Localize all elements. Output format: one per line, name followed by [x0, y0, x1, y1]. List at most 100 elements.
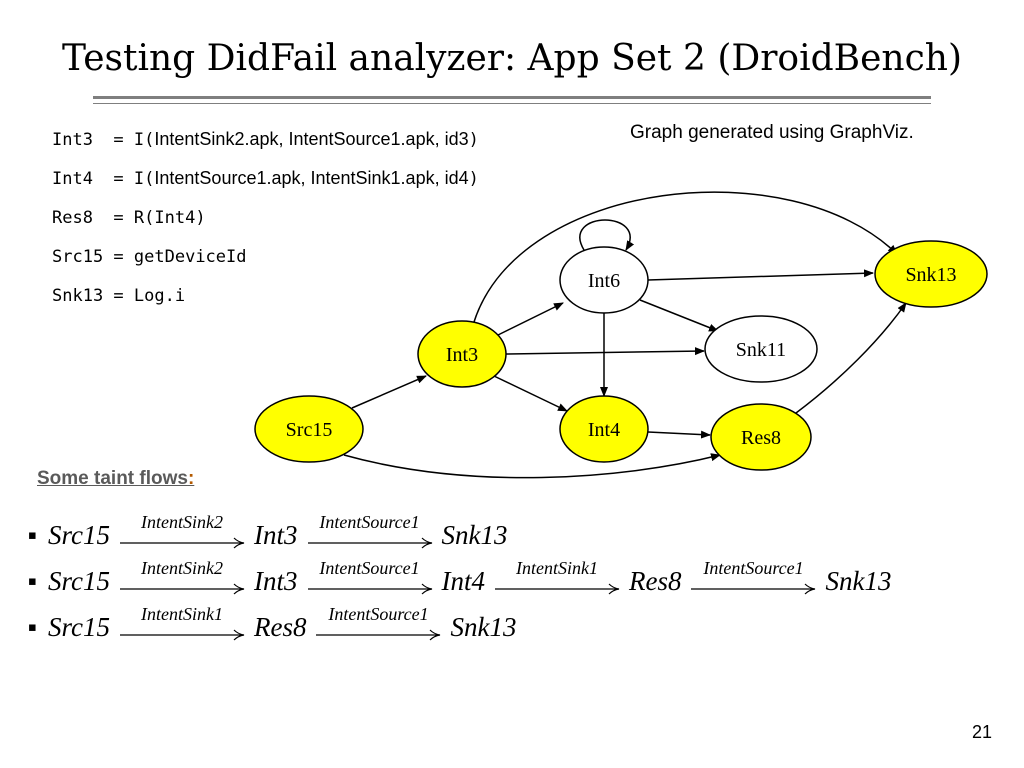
- flow-node: Int3: [254, 565, 298, 596]
- graph-node-label: Int4: [588, 419, 620, 441]
- page-number: 21: [971, 722, 992, 742]
- graph-edge-int3-to-snk13: [473, 191, 898, 323]
- definition-line: Snk13 = Log.i: [52, 276, 479, 315]
- definition-line: Int4 = I(IntentSource1.apk, IntentSink1.…: [52, 159, 479, 198]
- graph-caption: Graph generated using GraphViz.: [630, 122, 914, 143]
- graph-node-snk11: Snk11: [704, 315, 818, 383]
- def-args: IntentSink2.apk, IntentSource1.apk, id3: [154, 129, 469, 149]
- flow-arrow-label: IntentSink1: [141, 604, 223, 624]
- flow-node: Src15: [48, 519, 110, 550]
- graph-node-shape: [704, 315, 818, 383]
- flow-node: Int4: [441, 565, 486, 596]
- graph-node-label: Src15: [286, 419, 333, 441]
- def-func: Log.i: [133, 286, 186, 306]
- def-close: ): [468, 130, 479, 150]
- bullet-icon: ▪: [28, 527, 37, 543]
- graph-edges: [343, 191, 907, 479]
- graph-edge-int3-to-int6: [497, 302, 564, 336]
- graph-node-src15: Src15: [254, 395, 364, 463]
- graph-edge-int3-to-snk11: [505, 347, 705, 356]
- slide-title: Testing DidFail analyzer: App Set 2 (Dro…: [62, 38, 962, 79]
- bullet-icon: ▪: [28, 619, 37, 635]
- right-arrow-icon: [495, 583, 620, 595]
- flow-arrow-label: IntentSource1: [319, 558, 420, 578]
- def-func: I(: [133, 130, 155, 150]
- def-args: IntentSource1.apk, IntentSink1.apk, id4: [154, 168, 469, 188]
- flow-arrow-label: IntentSink1: [516, 558, 598, 578]
- flow-arrow: IntentSource1: [314, 604, 442, 650]
- flow-arrow: IntentSink2: [118, 512, 246, 558]
- flow-arrow: IntentSource1: [306, 512, 434, 558]
- right-arrow-icon: [120, 537, 245, 549]
- graph-edge-int6-to-int6: [579, 219, 635, 251]
- bullet-icon: ▪: [28, 573, 37, 589]
- def-func: getDeviceId: [133, 247, 247, 267]
- def-op: =: [103, 130, 134, 150]
- graph-node-shape: [417, 320, 507, 388]
- graph-node-label: Snk13: [905, 264, 956, 286]
- flow-node: Res8: [629, 565, 682, 596]
- def-close: ): [468, 169, 479, 189]
- graph-node-label: Int6: [588, 270, 620, 292]
- graph-node-label: Res8: [741, 427, 781, 449]
- taint-flows-heading-colon: :: [187, 468, 195, 489]
- right-arrow-icon: [120, 583, 245, 595]
- def-name: Snk13: [52, 286, 104, 306]
- def-name: Int3: [52, 130, 104, 150]
- graph-edge-int6-to-snk13: [647, 269, 874, 281]
- taint-flow-row: ▪ Src15 IntentSink1 Res8 IntentSource1 Snk13: [28, 604, 891, 650]
- graph-node-int3: Int3: [417, 320, 507, 388]
- graph-node-res8: Res8: [710, 403, 812, 471]
- definition-line: Src15 = getDeviceId: [52, 237, 479, 276]
- flow-arrow-label: IntentSource1: [703, 558, 804, 578]
- def-op: =: [103, 286, 134, 306]
- flow-node: Snk13: [825, 565, 892, 596]
- right-arrow-icon: [691, 583, 816, 595]
- graph-node-label: Int3: [446, 344, 478, 366]
- taint-flows-heading-text: Some taint flows: [37, 468, 188, 489]
- flow-arrow: IntentSink1: [118, 604, 246, 650]
- flow-node: Res8: [254, 611, 307, 642]
- flow-node: Src15: [48, 611, 110, 642]
- graph-node-int6: Int6: [559, 246, 649, 314]
- flow-arrow: IntentSource1: [689, 558, 817, 604]
- definition-line: Res8 = R(Int4): [52, 198, 479, 237]
- graph-edge-res8-to-snk13: [795, 302, 907, 414]
- taint-flow-row: ▪ Src15 IntentSink2 Int3 IntentSource1 Int4 In…: [28, 558, 891, 604]
- title-rule-thick: [93, 96, 931, 99]
- flow-arrow-label: IntentSink2: [141, 512, 223, 532]
- def-op: =: [103, 169, 134, 189]
- graph-edge-int3-to-int4: [493, 375, 568, 412]
- definition-line: Int3 = I(IntentSink2.apk, IntentSource1.…: [52, 120, 479, 159]
- graph-node-shape: [710, 403, 812, 471]
- right-arrow-icon: [307, 537, 432, 549]
- graph-node-shape: [874, 240, 988, 308]
- flow-node: Src15: [48, 565, 110, 596]
- def-func: I(: [133, 169, 155, 189]
- flow-arrow-label: IntentSource1: [328, 604, 429, 624]
- flow-node: Int3: [254, 519, 298, 550]
- def-name: Src15: [52, 247, 104, 267]
- graph-node-shape: [559, 395, 649, 463]
- graph-edge-src15-to-res8: [343, 453, 721, 479]
- taint-flows-heading: Some taint flows:: [37, 468, 194, 490]
- flow-arrow: IntentSink1: [493, 558, 621, 604]
- right-arrow-icon: [120, 629, 245, 641]
- graph-node-int4: Int4: [559, 395, 649, 463]
- right-arrow-icon: [316, 629, 441, 641]
- title-rule-thin: [93, 103, 931, 104]
- graph-edge-int4-to-res8: [647, 430, 711, 439]
- graph-edge-src15-to-int3: [351, 375, 427, 409]
- flow-arrow: IntentSource1: [306, 558, 434, 604]
- graph-node-label: Snk11: [736, 339, 786, 361]
- flow-arrow-label: IntentSink2: [141, 558, 223, 578]
- def-op: =: [103, 247, 134, 267]
- graph-node-snk13: Snk13: [874, 240, 988, 308]
- flow-node: Snk13: [450, 611, 517, 642]
- graph-node-shape: [559, 246, 649, 314]
- flow-arrow-label: IntentSource1: [319, 512, 420, 532]
